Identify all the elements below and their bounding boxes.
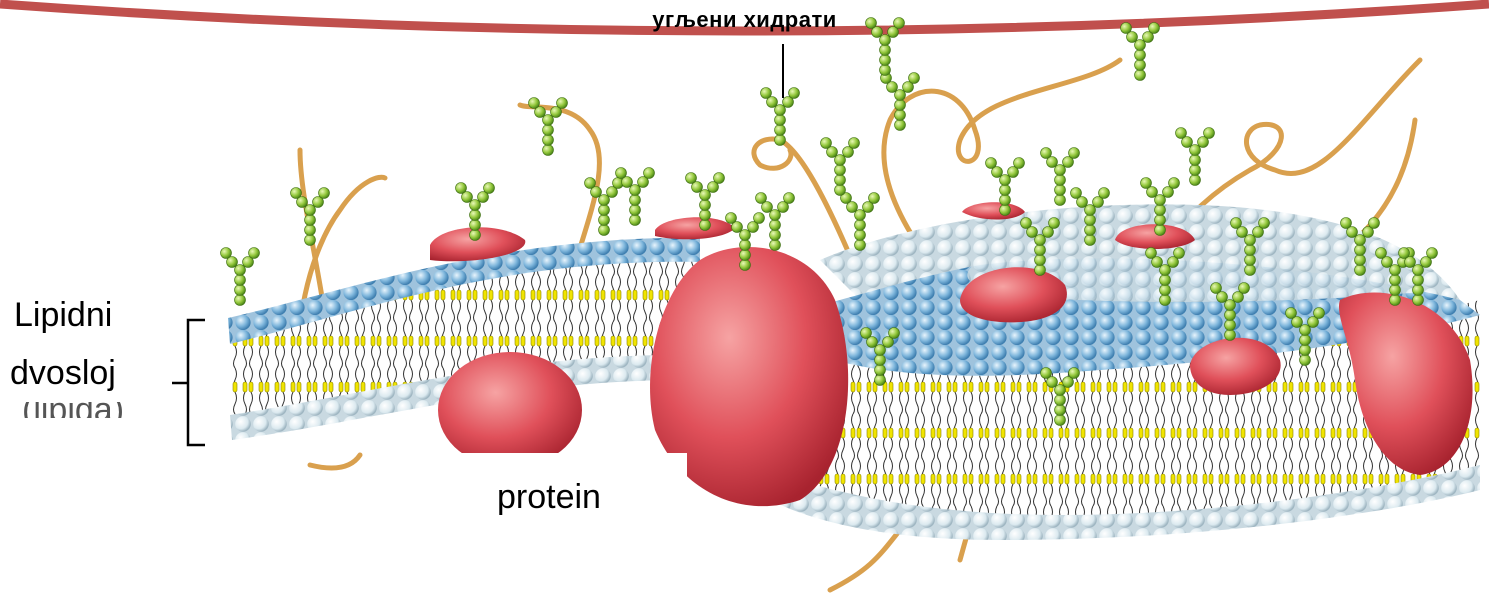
protein-mid-top: [655, 217, 735, 239]
lipid-bilayer-label-line2: dvosloj: [10, 354, 116, 393]
lipid-bilayer-label-line1: Lipidni: [14, 296, 112, 335]
protein-lower-left: [438, 352, 582, 468]
lipid-bilayer-bracket: [172, 320, 205, 445]
carbohydrates-label: угљени хидрати: [0, 7, 1489, 33]
protein-right-2: [962, 202, 1025, 219]
lipid-bilayer-label-line3-cropped: (lipida): [22, 402, 147, 418]
protein-label: protein: [497, 478, 601, 517]
